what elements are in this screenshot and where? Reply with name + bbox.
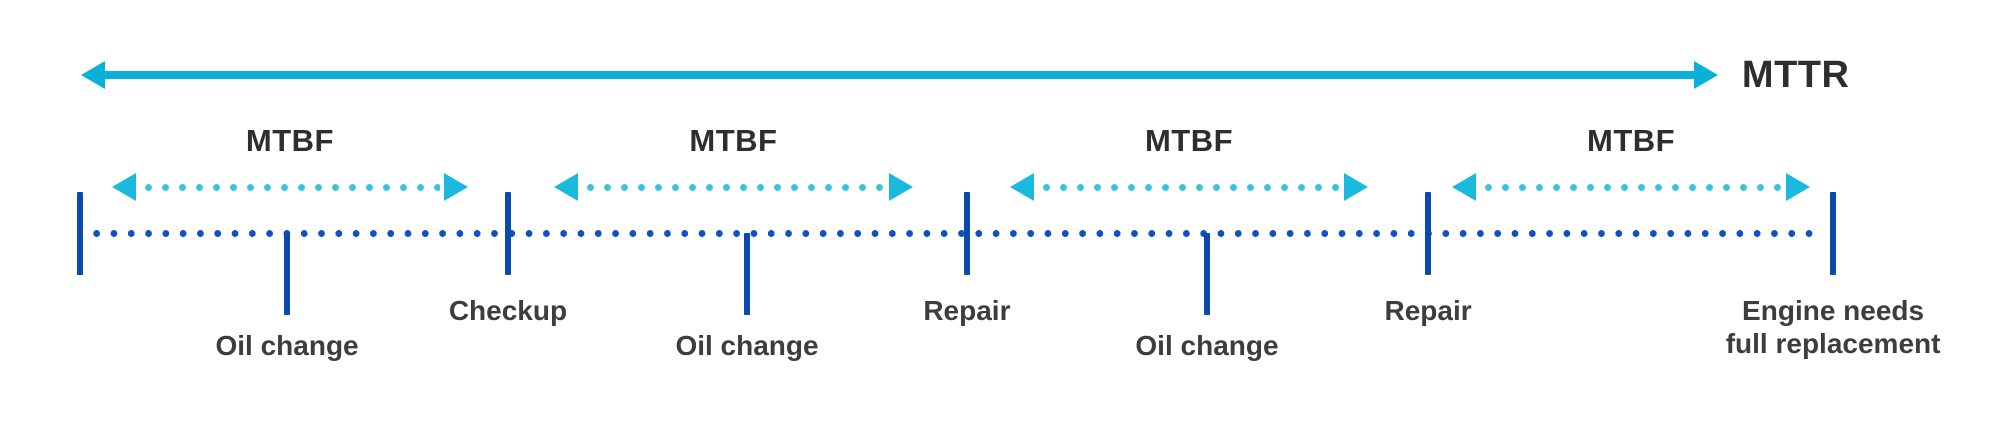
- tick-label: Repair: [923, 294, 1010, 327]
- mtbf-label: MTBF: [1144, 123, 1234, 158]
- timeline-dotted-line: [87, 230, 1822, 237]
- mtbf-label: MTBF: [689, 123, 778, 158]
- mtbf-arrow: [1010, 173, 1368, 201]
- mttr-label: MTTR: [1741, 54, 1850, 96]
- mttr-arrow: [80, 61, 1718, 89]
- event-label: Oil change: [1135, 330, 1279, 361]
- mtbf-arrow: [1452, 173, 1811, 201]
- timeline-tick: [76, 192, 83, 275]
- tick-label-line: Repair: [1384, 295, 1472, 326]
- mtbf-dotted-line: [1480, 183, 1783, 191]
- mttr-arrow-shaft: [104, 71, 1694, 79]
- tick-label-line: Engine needs: [1742, 295, 1925, 326]
- arrowhead-right-icon: [1343, 173, 1368, 201]
- timeline-tick: [504, 192, 511, 275]
- mtbf-arrow: [553, 173, 913, 201]
- event-marker: [1203, 233, 1210, 315]
- arrowhead-left-icon: [1452, 173, 1477, 201]
- tick-label-line: Repair: [923, 295, 1011, 326]
- timeline-tick: [1830, 192, 1837, 275]
- tick-label-line: full replacement: [1725, 328, 1941, 359]
- mtbf-label: MTBF: [245, 123, 334, 158]
- arrowhead-right-icon: [1693, 61, 1718, 89]
- event-label: Oil change: [215, 330, 359, 361]
- mtbf-arrow: [111, 173, 468, 201]
- mtbf-label: MTBF: [1587, 123, 1676, 158]
- mtbf-dotted-line: [139, 183, 440, 191]
- event-label: Oil change: [675, 330, 819, 361]
- arrowhead-left-icon: [1010, 173, 1035, 201]
- event-marker: [284, 233, 291, 315]
- arrowhead-left-icon: [111, 173, 136, 201]
- tick-label-line: Checkup: [448, 295, 568, 326]
- arrowhead-right-icon: [1786, 173, 1811, 201]
- arrowhead-left-icon: [80, 61, 105, 89]
- tick-label: Repair: [1385, 294, 1472, 327]
- arrowhead-right-icon: [443, 173, 468, 201]
- mtbf-dotted-line: [581, 183, 885, 191]
- timeline-tick: [1425, 192, 1432, 275]
- mtbf-dotted-line: [1038, 183, 1340, 191]
- timeline-tick: [963, 192, 970, 275]
- arrowhead-left-icon: [553, 173, 578, 201]
- tick-label: Checkup: [449, 294, 567, 327]
- arrowhead-right-icon: [888, 173, 913, 201]
- event-marker: [744, 233, 751, 315]
